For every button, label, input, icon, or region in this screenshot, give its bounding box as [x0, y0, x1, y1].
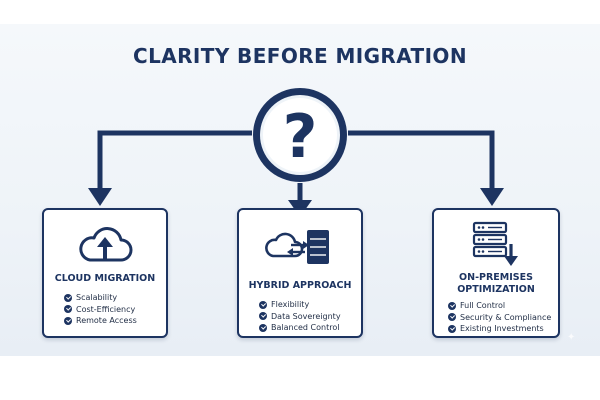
- connector-right: [348, 130, 495, 190]
- cloud-upload-icon: [79, 227, 133, 262]
- check-icon: [64, 293, 72, 302]
- arrowhead-right: [480, 188, 504, 206]
- check-icon: [259, 300, 267, 309]
- benefit-list: Full Control Security & Compliance Exist…: [448, 300, 572, 335]
- check-icon: [64, 316, 72, 325]
- check-icon: [259, 323, 267, 332]
- diagram-title: CLARITY BEFORE MIGRATION: [133, 44, 467, 68]
- check-icon: [448, 301, 456, 310]
- benefit-item: Existing Investments: [448, 323, 572, 334]
- benefit-list: Flexibility Data Sovereignty Balanced Co…: [259, 299, 381, 334]
- option-title: HYBRID APPROACH: [248, 280, 352, 291]
- option-card-on-premises-optimization: ON-PREMISES OPTIMIZATION Full Control Se…: [432, 208, 560, 338]
- question-mark-icon: ?: [253, 88, 347, 182]
- benefit-item: Balanced Control: [259, 322, 381, 333]
- benefit-item: Full Control: [448, 300, 572, 311]
- benefit-item: Security & Compliance: [448, 312, 572, 323]
- connector-left: [97, 130, 252, 190]
- option-title: ON-PREMISES OPTIMIZATION: [457, 272, 535, 295]
- option-card-hybrid-approach: HYBRID APPROACH Flexibility Data Soverei…: [237, 208, 363, 338]
- benefit-item: Cost-Efficiency: [64, 304, 186, 315]
- question-symbol: ?: [283, 102, 318, 172]
- check-icon: [448, 313, 456, 321]
- sparkle-icon: ✦: [567, 332, 576, 343]
- option-title: CLOUD MIGRATION: [54, 273, 156, 284]
- benefit-item: Remote Access: [64, 315, 186, 326]
- server-rack-download-icon: [472, 221, 518, 266]
- benefit-item: Data Sovereignty: [259, 311, 381, 322]
- benefit-list: Scalability Cost-Efficiency Remote Acces…: [64, 292, 186, 327]
- benefit-item: Scalability: [64, 292, 186, 303]
- cloud-server-exchange-icon: [265, 230, 329, 264]
- option-card-cloud-migration: CLOUD MIGRATION Scalability Cost-Efficie…: [42, 208, 168, 338]
- check-icon: [64, 305, 72, 313]
- benefit-item: Flexibility: [259, 299, 381, 310]
- check-icon: [259, 312, 267, 320]
- arrowhead-left: [88, 188, 112, 206]
- check-icon: [448, 324, 456, 333]
